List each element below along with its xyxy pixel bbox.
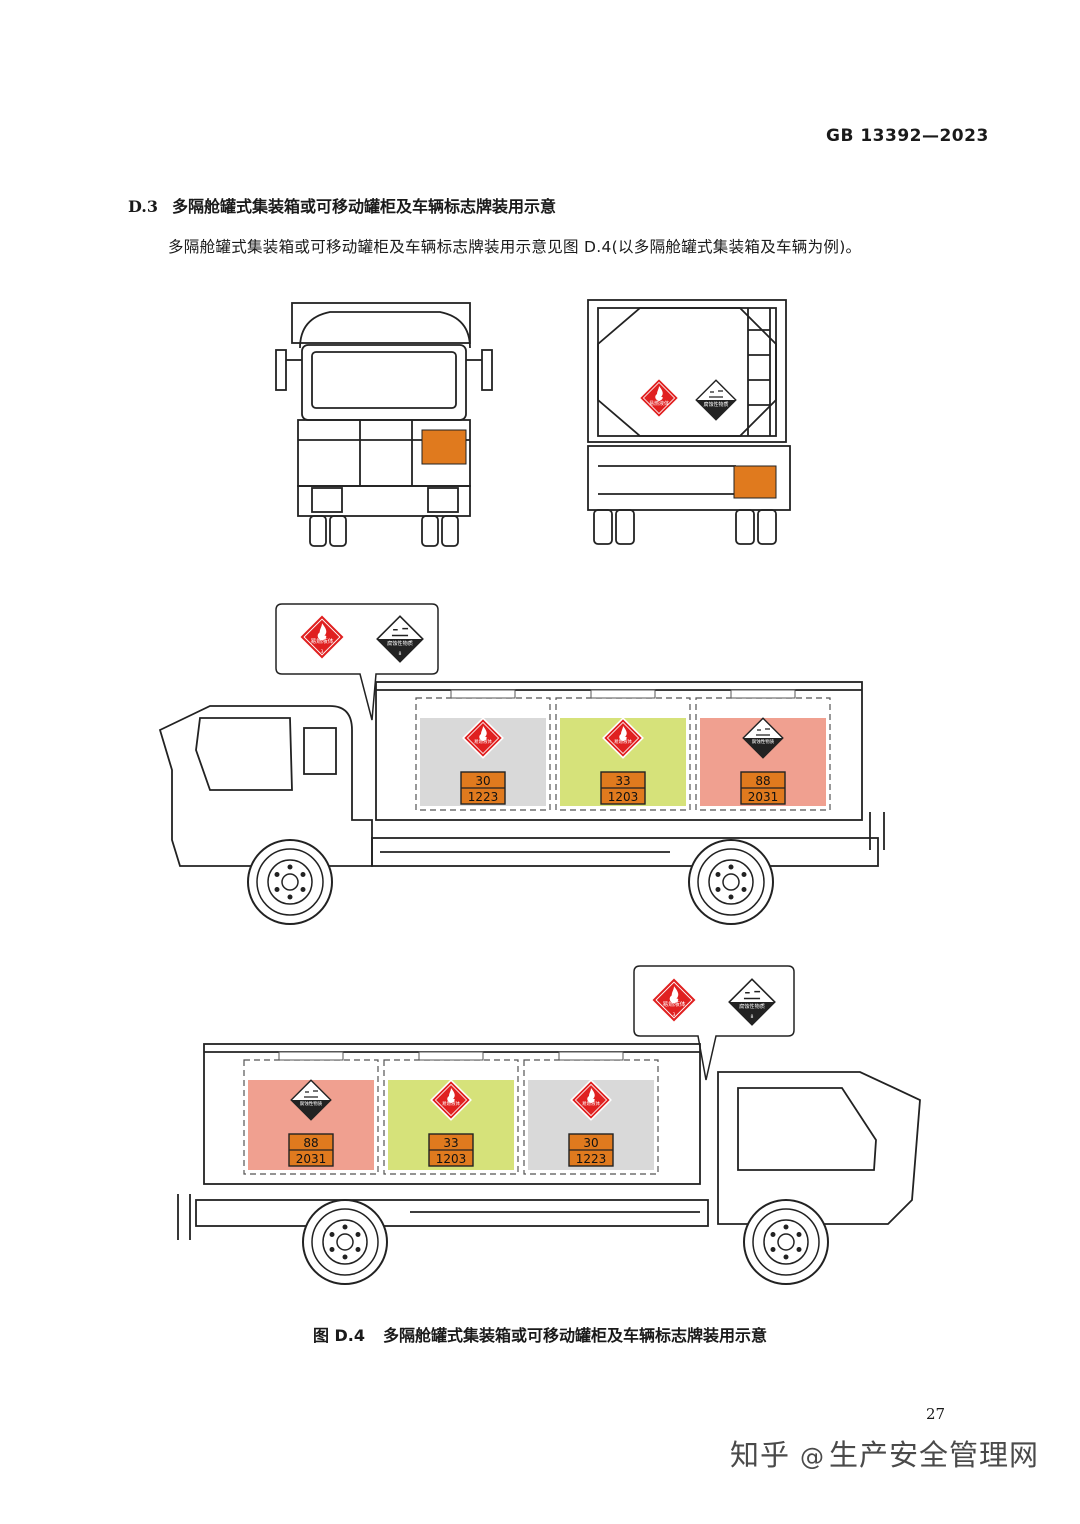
svg-text:腐蚀性物质: 腐蚀性物质 [387, 639, 413, 647]
hazard-id: 88 [755, 774, 770, 788]
flammable-diamond: 易燃液体 [462, 717, 504, 759]
truck-a-compartment-1: 易燃液体 30 1223 [415, 689, 551, 811]
diamond-label: 易燃液体 [442, 1100, 460, 1107]
watermark-brand: 知乎 [730, 1438, 791, 1472]
corrosive-diamond: 腐蚀性物质 [742, 717, 784, 759]
at-icon: @ [800, 1443, 826, 1471]
orange-plate: 30 1223 [568, 1133, 614, 1167]
orange-plate: 30 1223 [460, 771, 506, 805]
diamond-label: 腐蚀性物质 [300, 1100, 323, 1107]
flammable-diamond: 易燃液体 [430, 1079, 472, 1121]
rear-flammable-label: 易燃液体 [638, 377, 680, 419]
orange-plate-front [421, 429, 467, 465]
hazard-id: 33 [615, 774, 630, 788]
un-number: 1203 [608, 790, 639, 804]
diamond-label: 易燃液体 [614, 738, 632, 745]
truck-b-compartment-3: 易燃液体 30 1223 [523, 1051, 659, 1175]
flammable-diamond: 易燃液体 [602, 717, 644, 759]
truck-a-compartment-2: 易燃液体 33 1203 [555, 689, 691, 811]
truck-b-compartments: 腐蚀性物质 88 2031 易燃液体 33 1203 易燃液体 30 1223 [243, 1051, 659, 1175]
svg-text:易燃液体: 易燃液体 [663, 1000, 686, 1008]
orange-plate: 88 2031 [288, 1133, 334, 1167]
section-heading: D.3 多隔舱罐式集装箱或可移动罐柜及车辆标志牌装用示意 [128, 193, 556, 217]
body-paragraph: 多隔舱罐式集装箱或可移动罐柜及车辆标志牌装用示意见图 D.4(以多隔舱罐式集装箱… [168, 238, 862, 256]
page-number: 27 [926, 1405, 946, 1423]
corrosive-diamond: 腐蚀性物质 [290, 1079, 332, 1121]
diamond-label: 腐蚀性物质 [752, 738, 775, 745]
svg-text:3: 3 [321, 649, 324, 655]
flammable-diamond: 易燃液体 [570, 1079, 612, 1121]
truck-front-view [275, 302, 493, 547]
orange-plate: 33 1203 [428, 1133, 474, 1167]
svg-text:易燃液体: 易燃液体 [311, 637, 334, 645]
section-title: 多隔舱罐式集装箱或可移动罐柜及车辆标志牌装用示意 [172, 197, 557, 216]
orange-plate-rear [733, 465, 777, 499]
diamond-label: 易燃液体 [474, 738, 492, 745]
figure-caption: 图 D.4 多隔舱罐式集装箱或可移动罐柜及车辆标志牌装用示意 [0, 1322, 1080, 1346]
watermark-handle: 生产安全管理网 [829, 1438, 1040, 1472]
truck-a-compartment-3: 腐蚀性物质 88 2031 [695, 689, 831, 811]
figure-caption-number: 图 D.4 [312, 1326, 366, 1345]
un-number: 1223 [468, 790, 499, 804]
truck-side-a [158, 681, 885, 867]
svg-text:腐蚀性物质: 腐蚀性物质 [739, 1002, 765, 1010]
truck-b-compartment-1: 腐蚀性物质 88 2031 [243, 1051, 379, 1175]
hazard-id: 30 [583, 1136, 598, 1150]
figure-caption-text: 多隔舱罐式集装箱或可移动罐柜及车辆标志牌装用示意 [383, 1326, 768, 1345]
side-callout-a: 易燃液体 3 腐蚀性物质 8 [275, 603, 439, 721]
watermark: 知乎 @生产安全管理网 [730, 1432, 1039, 1474]
un-number: 2031 [748, 790, 779, 804]
svg-text:8: 8 [399, 651, 402, 657]
rear-corrosive-label: 腐蚀性物质 [695, 379, 737, 421]
orange-plate: 33 1203 [600, 771, 646, 805]
hazard-id: 88 [303, 1136, 318, 1150]
orange-plate: 88 2031 [740, 771, 786, 805]
hazard-id: 33 [443, 1136, 458, 1150]
svg-text:易燃液体: 易燃液体 [649, 400, 669, 407]
side-callout-b: 易燃液体 3 腐蚀性物质 8 [633, 965, 795, 1081]
tank-rear-view [587, 299, 791, 545]
un-number: 1203 [436, 1152, 467, 1166]
truck-a-compartments: 易燃液体 30 1223 易燃液体 33 1203 腐蚀性物质 88 2031 [415, 689, 831, 811]
section-number: D.3 [128, 197, 159, 216]
hazard-id: 30 [475, 774, 490, 788]
un-number: 2031 [296, 1152, 327, 1166]
svg-text:3: 3 [673, 1012, 676, 1018]
truck-b-compartment-2: 易燃液体 33 1203 [383, 1051, 519, 1175]
svg-text:8: 8 [751, 1014, 754, 1020]
un-number: 1223 [576, 1152, 607, 1166]
standard-number: GB 13392—2023 [826, 126, 989, 146]
svg-text:腐蚀性物质: 腐蚀性物质 [703, 401, 728, 408]
diamond-label: 易燃液体 [582, 1100, 600, 1107]
